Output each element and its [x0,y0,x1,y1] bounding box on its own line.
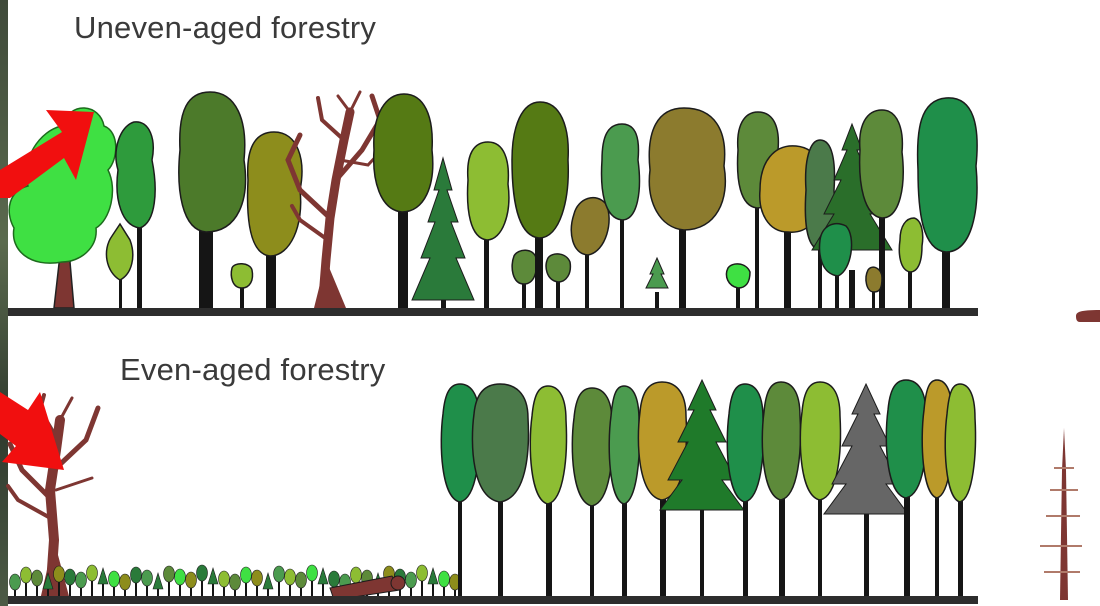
deciduous-tree-icon [571,198,609,311]
deciduous-tree-icon [899,218,922,311]
deciduous-tree-icon [468,142,509,310]
seedling-icon [186,572,197,596]
ground-line [8,596,978,604]
seedling-icon [230,574,241,596]
deciduous-tree-icon [762,382,800,598]
seedling-icon [197,565,208,596]
deciduous-tree-icon [820,224,852,311]
deciduous-tree-icon [231,264,252,310]
seedling-icon [153,573,163,596]
deciduous-tree-icon [609,386,639,598]
uneven-aged-panel [8,92,978,316]
deciduous-tree-icon [945,384,975,598]
deciduous-tree-icon [106,224,132,310]
seedling-icon [164,566,175,596]
deciduous-tree-icon [727,384,763,598]
seedling-icon [428,568,438,596]
seedling-icon [406,572,417,596]
deciduous-tree-icon [800,382,840,598]
even-aged-panel [8,380,978,604]
uneven-aged-title: Uneven-aged forestry [74,10,376,46]
ground-line [8,308,978,316]
seedling-icon [307,565,318,596]
seedling-icon [32,570,43,596]
seedling-icon [76,572,87,596]
seedling-icon [109,571,120,596]
seedling-icon [318,568,328,596]
seedling-icon [131,567,142,596]
deciduous-tree-icon [472,384,528,598]
seedling-icon [296,572,307,596]
seedling-icon [241,567,252,596]
seedling-icon [175,569,186,596]
seedling-icon [263,573,273,596]
mature-stand [441,380,975,598]
seedling-icon [439,571,450,596]
seedling-icon [10,574,21,596]
seedling-icon [285,569,296,596]
deciduous-tree-icon [512,250,536,310]
seedling-icon [142,570,153,596]
seedling-icon [274,566,285,596]
seedling-icon [252,570,263,596]
deciduous-tree-icon [886,380,926,598]
deciduous-tree-icon [546,254,570,310]
seedling-icon [87,565,98,596]
deciduous-tree-icon [726,264,750,310]
conifer-icon [646,258,668,311]
deciduous-tree-icon [530,386,566,598]
seedling-icon [98,568,108,596]
seedling-icon [21,567,32,596]
snag-icon [1040,310,1100,600]
dead-tree-icon [288,92,382,310]
deciduous-tree-icon [248,132,302,311]
deciduous-tree-icon [572,388,612,598]
deciduous-tree-icon [918,98,978,311]
seedling-icon [417,565,428,596]
seedling-icon [120,574,131,596]
seedling-icon [219,571,230,596]
seedling-icon [208,568,218,596]
even-aged-title: Even-aged forestry [120,352,386,388]
